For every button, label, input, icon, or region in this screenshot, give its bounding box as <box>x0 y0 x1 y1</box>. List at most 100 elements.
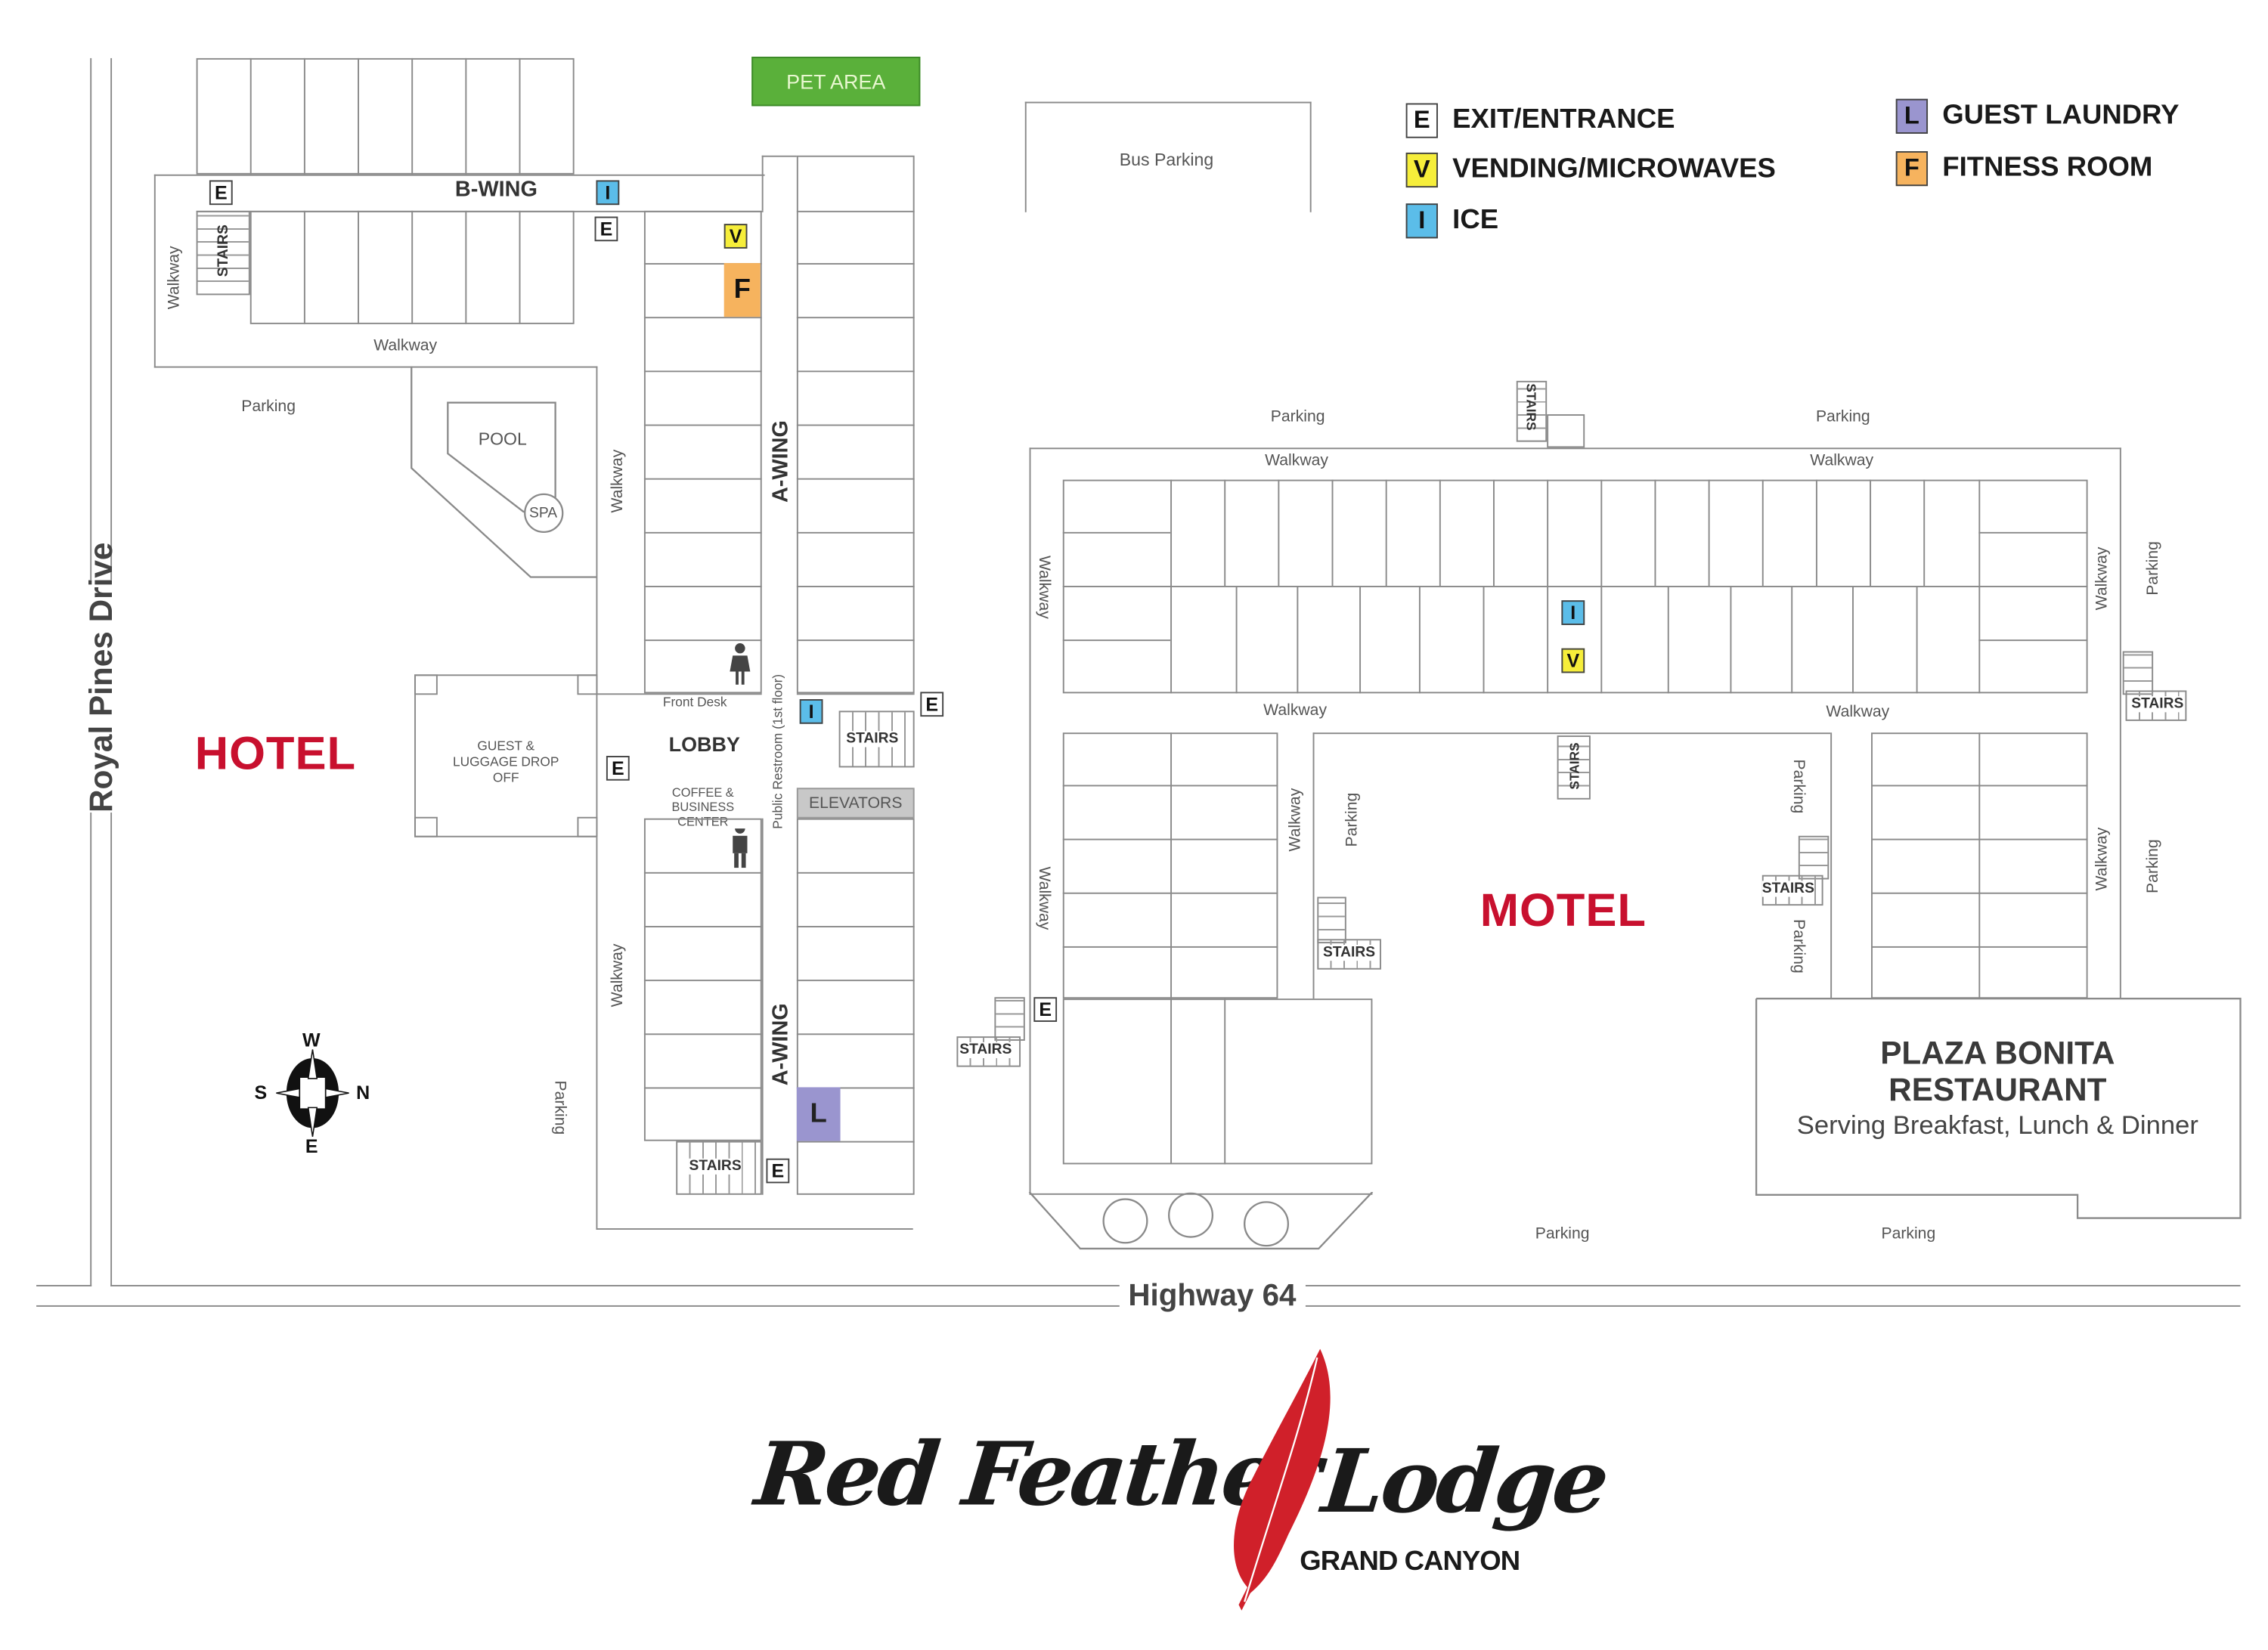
royal-pines-drive-label: Royal Pines Drive <box>82 542 121 813</box>
room-divider <box>519 57 521 175</box>
pillar <box>414 674 438 695</box>
motel-southwest-block <box>1062 998 1373 1165</box>
room-divider <box>643 531 762 534</box>
legend-exit: E EXIT/ENTRANCE <box>1405 103 1675 138</box>
room-divider <box>643 871 762 874</box>
ice-icon: I <box>1405 203 1438 239</box>
compass-icon <box>276 1049 349 1137</box>
parking-label: Parking <box>2144 839 2162 894</box>
walkway-label: Walkway <box>1035 555 1053 619</box>
room-divider <box>358 57 360 175</box>
room-divider <box>643 317 762 319</box>
room-divider <box>1871 946 2088 948</box>
guest-luggage-label: GUEST & LUGGAGE DROP OFF <box>453 738 559 785</box>
walkway-edge <box>1312 732 1831 735</box>
a-wing-label-lower: A-WING <box>768 1003 794 1086</box>
room-divider <box>465 210 467 324</box>
room-divider <box>1871 838 2088 840</box>
stairs <box>1798 835 1830 880</box>
room-divider <box>303 210 305 324</box>
corridor-edge <box>761 155 764 211</box>
spa-label: SPA <box>529 506 558 522</box>
room-divider <box>643 424 762 426</box>
room-divider <box>411 57 414 175</box>
room-divider <box>643 980 762 982</box>
ice-icon: I <box>1561 600 1585 625</box>
room-divider <box>643 926 762 927</box>
restaurant-outline <box>1755 998 2242 1219</box>
room-divider <box>1654 479 1656 587</box>
stairs-label: STAIRS <box>846 731 899 748</box>
walkway-edge <box>1029 447 2121 450</box>
room-divider <box>1062 838 1278 840</box>
room-divider <box>1170 479 1173 694</box>
walkway-edge <box>1830 732 1833 999</box>
restaurant-name-line2: RESTAURANT <box>1888 1071 2107 1108</box>
walkway-label: Walkway <box>1263 701 1328 720</box>
highway-64-label: Highway 64 <box>1119 1279 1306 1314</box>
feather-icon <box>1234 1348 1331 1611</box>
room-divider <box>1791 586 1793 694</box>
parking-label: Parking <box>550 1080 569 1135</box>
room-divider <box>796 1087 915 1089</box>
walkway-label: Walkway <box>2093 546 2112 611</box>
room-divider <box>643 639 762 642</box>
room-divider <box>1871 892 2088 894</box>
stairs-label: STAIRS <box>215 224 232 277</box>
a-wing-rooms-east-upper <box>796 155 915 694</box>
room-divider <box>1418 586 1421 694</box>
lobby-edge <box>796 693 915 695</box>
exit-icon: E <box>594 216 618 242</box>
room-divider <box>796 478 915 480</box>
room-divider <box>1278 479 1280 587</box>
room-divider <box>1916 586 1918 694</box>
coffee-business-center-label: COFFEE & BUSINESS CENTER <box>646 785 759 829</box>
room-divider <box>796 639 915 642</box>
walkway-edge <box>2119 447 2121 1001</box>
motel-courtyard-outline <box>1028 1191 1374 1250</box>
lobby-edge <box>596 693 762 695</box>
room-divider <box>1062 946 1278 948</box>
stairs <box>1317 896 1346 944</box>
room-divider <box>796 210 915 212</box>
walkway-edge <box>596 366 598 694</box>
room-divider <box>796 531 915 534</box>
legend-vending: V VENDING/MICROWAVES <box>1405 152 1776 188</box>
elevators: ELEVATORS <box>796 788 915 819</box>
legend-fitness: F FITNESS ROOM <box>1895 151 2152 187</box>
legend-ice: I ICE <box>1405 203 1499 239</box>
room-divider <box>1600 586 1603 694</box>
stairs <box>2122 651 2154 695</box>
vending-icon: V <box>1561 648 1585 673</box>
restaurant-tagline: Serving Breakfast, Lunch & Dinner <box>1796 1110 2198 1140</box>
room-divider <box>1062 531 1171 534</box>
walkway-label: Walkway <box>1035 866 1053 930</box>
room-divider <box>796 871 915 874</box>
walkway-edge <box>596 837 598 1230</box>
room-divider <box>796 370 915 373</box>
parking-label: Parking <box>241 398 296 416</box>
walkway-label: Walkway <box>166 246 184 310</box>
pool-label: POOL <box>478 429 527 450</box>
logo-subtitle: GRAND CANYON <box>1300 1546 1520 1577</box>
walkway-label: Walkway <box>1265 452 1328 470</box>
legend-laundry: L GUEST LAUNDRY <box>1895 98 2180 134</box>
walkway-edge <box>153 366 598 368</box>
room-divider <box>1708 479 1710 587</box>
motel-label: MOTEL <box>1479 884 1647 936</box>
pillar <box>414 816 438 837</box>
exit-icon: E <box>606 756 630 781</box>
room-divider <box>1667 586 1669 694</box>
room-divider <box>1062 892 1278 894</box>
vending-icon: V <box>723 224 748 249</box>
stairs <box>994 997 1025 1041</box>
room-divider <box>643 263 762 265</box>
room-divider <box>796 263 915 265</box>
hotel-label: HOTEL <box>194 726 357 779</box>
room-divider <box>249 57 252 175</box>
room-divider <box>1359 586 1362 694</box>
legend-label: ICE <box>1452 205 1499 236</box>
room-divider <box>1730 586 1732 694</box>
bus-parking-label: Bus Parking <box>1119 150 1214 171</box>
walkway-edge <box>1029 1193 1373 1195</box>
